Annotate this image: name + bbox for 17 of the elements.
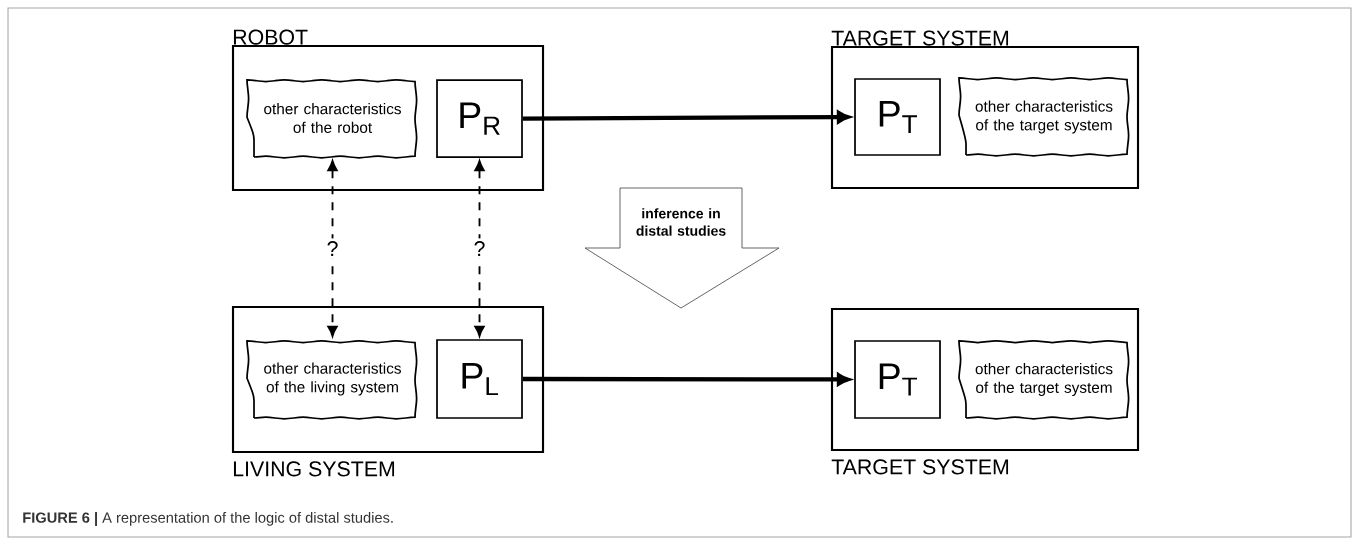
- property-box: P$_{R}$: [436, 79, 523, 158]
- node-label: LIVING SYSTEM: [233, 461, 395, 477]
- characteristics-box: other characteristics of the target system: [958, 77, 1130, 157]
- property-box: P$_{T}$: [854, 340, 941, 419]
- node-label: TARGET SYSTEM: [831, 459, 1009, 475]
- node-label: ROBOT: [233, 29, 308, 45]
- arrow: [474, 160, 485, 337]
- edge-label: ?: [323, 238, 342, 259]
- property-box: P$_{L}$: [436, 339, 523, 419]
- node-label: TARGET SYSTEM: [831, 30, 1009, 46]
- caption: FIGURE 6 | A representation of the logic of distal studies.: [23, 512, 393, 526]
- arrow: [327, 160, 338, 337]
- characteristics-box: other characteristics of the robot: [246, 79, 418, 159]
- characteristics-box: other characteristics of the living system: [246, 340, 418, 420]
- property-box: P$_{T}$: [854, 78, 941, 156]
- characteristics-box: other characteristics of the target system: [958, 340, 1130, 420]
- edge-label: ?: [470, 238, 489, 259]
